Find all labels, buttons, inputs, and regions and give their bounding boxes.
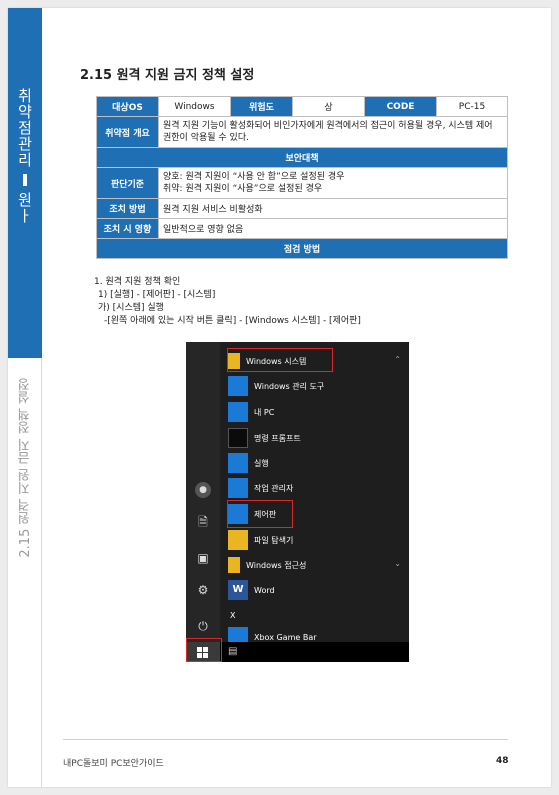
chapter-label: 취 약 점 관 리 원 ㅏ bbox=[8, 88, 42, 224]
highlight-box bbox=[227, 348, 333, 372]
table-row: 보안대책 bbox=[96, 147, 508, 168]
os-label: 대상OS bbox=[96, 96, 159, 117]
chapter-char: ㅏ bbox=[18, 207, 32, 225]
run-icon bbox=[228, 453, 248, 473]
risk-value: 상 bbox=[292, 96, 365, 117]
overview-label: 취약점 개요 bbox=[96, 116, 159, 148]
criteria-text: 양호: 원격 지원이 “사용 안 함”으로 설정된 경우 취약: 원격 지원이 … bbox=[158, 167, 508, 199]
list-item[interactable]: 내 PC bbox=[228, 401, 274, 423]
table-row: 취약점 개요 원격 지원 기능이 활성화되어 비인가자에게 원격에서의 접근이 … bbox=[96, 116, 508, 148]
admin-tools-icon bbox=[228, 376, 248, 396]
risk-label: 위험도 bbox=[230, 96, 293, 117]
list-item[interactable]: 파일 탐색기 bbox=[228, 529, 293, 551]
section-vertical-label: 2.15 원격 지원 금지 정책 설정 bbox=[8, 378, 42, 562]
section-header: 보안대책 bbox=[96, 147, 508, 168]
start-rail: ● 🗎 ▣ ⚙ ⏻ bbox=[186, 342, 220, 662]
menu-item-label: 파일 탐색기 bbox=[254, 535, 294, 545]
chevron-down-icon[interactable]: ⌄ bbox=[394, 559, 401, 568]
menu-item-label: 제어판 bbox=[254, 509, 277, 519]
start-menu-screenshot: ● 🗎 ▣ ⚙ ⏻ Windows 시스템 ⌃ Windows 관리 도구 내 … bbox=[186, 342, 409, 662]
chapter-char: 리 bbox=[18, 151, 32, 169]
list-item[interactable]: Windows 관리 도구 bbox=[228, 375, 324, 397]
chapter-char: 원 bbox=[18, 191, 32, 209]
action-label: 조치 방법 bbox=[96, 198, 159, 219]
chapter-char: 약 bbox=[18, 103, 32, 121]
control-panel-icon bbox=[228, 504, 248, 524]
group-letter: X bbox=[230, 610, 236, 620]
list-item[interactable]: Windows 접근성 bbox=[228, 554, 306, 576]
menu-item-label: Word bbox=[254, 585, 275, 595]
folder-icon bbox=[228, 557, 240, 573]
chapter-char: 점 bbox=[18, 119, 32, 137]
section-header: 점검 방법 bbox=[96, 238, 508, 259]
menu-item-label: Windows 관리 도구 bbox=[254, 381, 325, 391]
footer-divider bbox=[63, 739, 508, 740]
list-item[interactable]: 제어판 bbox=[228, 503, 276, 525]
menu-item-label: Windows 접근성 bbox=[246, 560, 307, 570]
criteria-bad: 취약: 원격 지원이 “사용”으로 설정된 경우 bbox=[163, 184, 323, 194]
list-item[interactable]: 실행 bbox=[228, 452, 269, 474]
start-button[interactable] bbox=[186, 642, 220, 662]
taskbar: ▤ bbox=[186, 642, 409, 662]
table-row: 대상OS Windows 위험도 상 CODE PC-15 bbox=[96, 96, 508, 117]
impact-text: 일반적으로 영향 없음 bbox=[158, 218, 508, 239]
highlight-box bbox=[227, 500, 293, 528]
criteria-label: 판단기준 bbox=[96, 167, 159, 199]
document-page: 취 약 점 관 리 원 ㅏ 2.15 원격 지원 금지 정책 설정 2.15 원… bbox=[8, 8, 551, 787]
user-icon[interactable]: ● bbox=[195, 482, 211, 498]
chapter-char: 취 bbox=[18, 87, 32, 105]
list-item[interactable]: 작업 관리자 bbox=[228, 477, 293, 499]
divider bbox=[23, 174, 27, 186]
chapter-tab: 취 약 점 관 리 원 ㅏ bbox=[8, 8, 42, 358]
page-number: 48 bbox=[496, 756, 509, 766]
table-row: 판단기준 양호: 원격 지원이 “사용 안 함”으로 설정된 경우 취약: 원격… bbox=[96, 167, 508, 199]
windows-logo-icon bbox=[197, 647, 208, 658]
page-title: 2.15 원격 지원 금지 정책 설정 bbox=[80, 68, 255, 83]
menu-item-label: 명령 프롬프트 bbox=[254, 433, 301, 443]
os-value: Windows bbox=[158, 96, 231, 117]
action-text: 원격 지원 서비스 비활성화 bbox=[158, 198, 508, 219]
task-manager-icon bbox=[228, 478, 248, 498]
table-row: 점검 방법 bbox=[96, 238, 508, 259]
highlight-box bbox=[186, 638, 222, 662]
menu-item-label: Windows 시스템 bbox=[246, 356, 307, 366]
criteria-good: 양호: 원격 지원이 “사용 안 함”으로 설정된 경우 bbox=[163, 172, 345, 182]
word-icon: W bbox=[228, 580, 248, 600]
overview-text: 원격 지원 기능이 활성화되어 비인가자에게 원격에서의 접근이 허용될 경우,… bbox=[158, 116, 508, 148]
step-line: -[왼쪽 아래에 있는 시작 버튼 클릭] - [Windows 시스템] - … bbox=[104, 316, 361, 326]
chevron-up-icon[interactable]: ⌃ bbox=[394, 355, 401, 364]
section-tab: 2.15 원격 지원 금지 정책 설정 bbox=[8, 358, 42, 787]
menu-item-label: Xbox Game Bar bbox=[254, 632, 317, 642]
menu-item-label: 내 PC bbox=[254, 407, 275, 417]
step-line: 1) [실행] - [제어판] - [시스템] bbox=[98, 290, 216, 300]
procedure-steps: 1. 원격 지원 정책 확인 1) [실행] - [제어판] - [시스템] 가… bbox=[94, 276, 361, 328]
menu-item-label: 실행 bbox=[254, 458, 269, 468]
settings-gear-icon[interactable]: ⚙ bbox=[197, 583, 209, 597]
document-icon[interactable]: 🗎 bbox=[198, 515, 208, 529]
picture-icon[interactable]: ▣ bbox=[197, 551, 209, 565]
list-item[interactable]: W Word bbox=[228, 579, 275, 601]
folder-icon bbox=[228, 353, 240, 369]
table-row: 조치 시 영향 일반적으로 영향 없음 bbox=[96, 218, 508, 239]
section-label-text: 2.15 원격 지원 금지 정책 설정 bbox=[17, 378, 33, 558]
file-explorer-icon bbox=[228, 530, 248, 550]
table-row: 조치 방법 원격 지원 서비스 비활성화 bbox=[96, 198, 508, 219]
cmd-icon bbox=[228, 428, 248, 448]
power-icon[interactable]: ⏻ bbox=[198, 619, 208, 633]
chapter-char: 관 bbox=[18, 135, 32, 153]
step-line: 1. 원격 지원 정책 확인 bbox=[94, 277, 181, 287]
info-table: 대상OS Windows 위험도 상 CODE PC-15 취약점 개요 원격 … bbox=[96, 96, 508, 259]
list-item[interactable]: Windows 시스템 bbox=[228, 350, 306, 372]
code-label: CODE bbox=[364, 96, 437, 117]
pc-icon bbox=[228, 402, 248, 422]
code-value: PC-15 bbox=[436, 96, 508, 117]
footer-title: 내PC돌보미 PC보안가이드 bbox=[63, 759, 164, 769]
step-line: 가) [시스템] 실행 bbox=[98, 303, 164, 313]
menu-item-label: 작업 관리자 bbox=[254, 483, 294, 493]
list-group-header[interactable]: X bbox=[230, 604, 235, 626]
task-view-icon[interactable]: ▤ bbox=[228, 646, 238, 657]
impact-label: 조치 시 영향 bbox=[96, 218, 159, 239]
list-item[interactable]: 명령 프롬프트 bbox=[228, 427, 301, 449]
